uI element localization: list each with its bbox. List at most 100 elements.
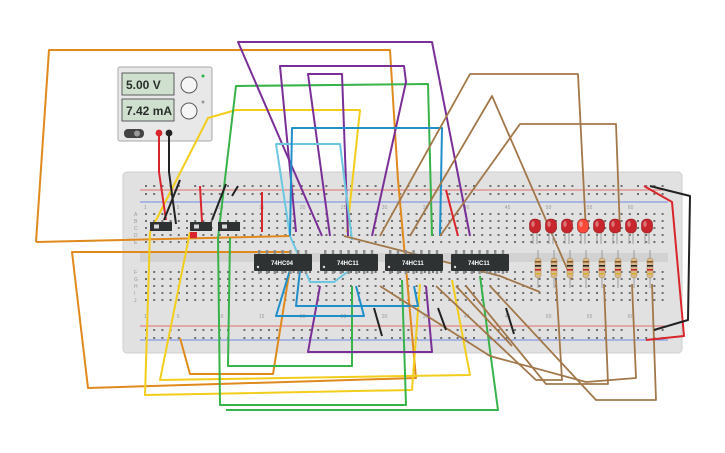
wire-black-1[interactable] xyxy=(163,179,181,221)
wire-purple-4[interactable] xyxy=(307,285,433,353)
column-label: 30 xyxy=(382,205,388,211)
wire-yellow-1[interactable] xyxy=(149,109,361,233)
wire-yellow-3[interactable] xyxy=(159,231,471,381)
wire-black-6[interactable] xyxy=(505,307,515,335)
wire-orange-1[interactable] xyxy=(35,49,417,389)
resistor[interactable] xyxy=(598,250,606,288)
wire-red-4[interactable] xyxy=(643,185,685,341)
negative-terminal[interactable] xyxy=(165,129,173,137)
chip-label: 74HC11 xyxy=(402,261,424,267)
row-label: A xyxy=(134,212,138,218)
wire-green-3[interactable] xyxy=(227,237,353,367)
power-supply[interactable]: 5.00 V 7.42 mA xyxy=(117,66,213,142)
wire-purple-1[interactable] xyxy=(237,41,471,237)
wire-brown-3[interactable] xyxy=(439,123,621,237)
chip-label: 74HC11 xyxy=(337,261,359,267)
resistor[interactable] xyxy=(646,250,654,288)
led[interactable] xyxy=(561,218,573,244)
voltage-readout: 5.00 V xyxy=(126,78,161,92)
switch-slider[interactable] xyxy=(154,224,159,229)
wire-brown-4[interactable] xyxy=(435,279,563,381)
wire-brown-5[interactable] xyxy=(465,283,609,385)
ic-chip[interactable]: 74HC11 xyxy=(320,250,378,274)
wire-yellow-2[interactable] xyxy=(144,231,421,396)
wire-blue-2[interactable] xyxy=(275,269,365,317)
wire-brown-9[interactable] xyxy=(455,285,513,347)
column-label: 55 xyxy=(587,314,593,320)
wire-black-supply[interactable] xyxy=(168,134,177,225)
slide-switch[interactable] xyxy=(190,222,212,231)
led[interactable] xyxy=(609,218,621,244)
column-label: 25 xyxy=(341,205,347,211)
led[interactable] xyxy=(529,218,541,244)
wire-black-7[interactable] xyxy=(231,185,239,197)
wire-green-2[interactable] xyxy=(217,237,407,406)
resistor[interactable] xyxy=(534,250,542,288)
led[interactable] xyxy=(641,218,653,244)
led[interactable] xyxy=(545,218,557,244)
chip-label: 74HC11 xyxy=(468,261,490,267)
led[interactable] xyxy=(577,218,589,244)
wire-black-2[interactable] xyxy=(211,183,227,221)
wire-black-4[interactable] xyxy=(373,307,383,337)
column-label: 15 xyxy=(259,314,265,320)
switch-slider[interactable] xyxy=(194,224,199,229)
wire-purple-3[interactable] xyxy=(307,73,349,237)
wire-red-1[interactable] xyxy=(199,185,203,223)
row-label: J xyxy=(134,298,137,304)
wire-brown-8[interactable] xyxy=(379,283,637,383)
column-label: 50 xyxy=(546,314,552,320)
wire-black-3[interactable] xyxy=(649,185,691,331)
resistor[interactable] xyxy=(582,250,590,288)
wire-black-5[interactable] xyxy=(437,307,447,331)
row-label: H xyxy=(134,284,138,290)
row-label: B xyxy=(134,219,138,225)
wire-brown-1[interactable] xyxy=(379,73,587,237)
resistor[interactable] xyxy=(566,250,574,288)
wire-orange-2[interactable] xyxy=(35,235,291,243)
positive-terminal[interactable] xyxy=(155,129,163,137)
ic-chip[interactable]: 74HC11 xyxy=(451,250,509,274)
column-label: 5 xyxy=(177,205,180,211)
row-label: F xyxy=(134,270,137,276)
slide-switch[interactable] xyxy=(218,222,240,231)
row-label: G xyxy=(134,277,138,283)
ic-chip[interactable]: 74HC11 xyxy=(385,250,443,274)
ic-chip[interactable]: 74HC04 xyxy=(254,250,312,274)
column-label: 10 xyxy=(218,314,224,320)
row-label: C xyxy=(134,226,138,232)
voltage-knob[interactable] xyxy=(180,76,198,94)
led[interactable] xyxy=(625,218,637,244)
resistor[interactable] xyxy=(630,250,638,288)
wire-cyan-1[interactable] xyxy=(275,143,353,241)
wires xyxy=(35,41,691,411)
wire-red-3[interactable] xyxy=(445,189,459,237)
resistor[interactable] xyxy=(614,250,622,288)
wire-purple-2[interactable] xyxy=(279,65,407,237)
led[interactable] xyxy=(593,218,605,244)
slide-switch[interactable] xyxy=(150,222,172,231)
column-label: 40 xyxy=(464,314,470,320)
wire-brown-7[interactable] xyxy=(343,235,541,293)
column-label: 20 xyxy=(300,205,306,211)
row-label: E xyxy=(134,240,138,246)
wire-red-supply[interactable] xyxy=(158,134,167,221)
wire-green-1[interactable] xyxy=(217,83,433,239)
current-display xyxy=(121,98,175,122)
switch-slider[interactable] xyxy=(222,224,227,229)
resistor[interactable] xyxy=(550,250,558,288)
column-label: 60 xyxy=(628,205,634,211)
wire-brown-6[interactable] xyxy=(489,283,657,401)
current-readout: 7.42 mA xyxy=(126,104,172,118)
current-knob[interactable] xyxy=(180,102,198,120)
switch-indicator xyxy=(190,232,197,238)
row-label: D xyxy=(134,233,138,239)
column-label: 5 xyxy=(177,314,180,320)
wire-brown-2[interactable] xyxy=(409,95,573,281)
led-array xyxy=(529,218,653,244)
column-label: 45 xyxy=(505,205,511,211)
wire-blue-3[interactable] xyxy=(295,269,419,307)
wire-orange-3[interactable] xyxy=(179,267,291,375)
wire-green-4[interactable] xyxy=(226,275,499,411)
